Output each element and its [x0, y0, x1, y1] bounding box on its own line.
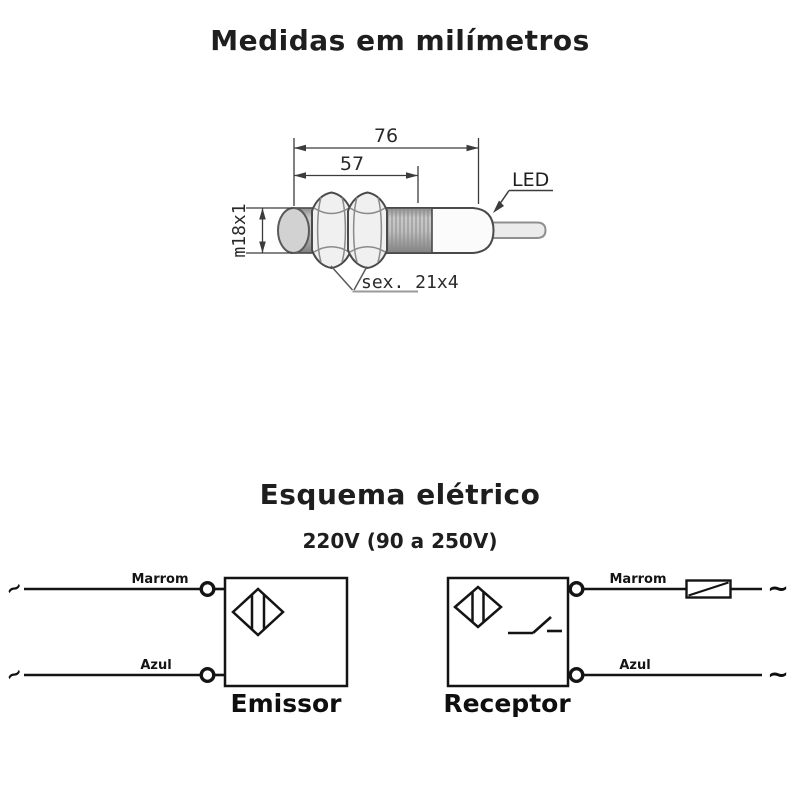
receptor-label: Receptor	[443, 689, 571, 718]
ac-symbol-right-top: ~	[767, 574, 789, 604]
sensor-cable	[488, 221, 547, 239]
ac-symbol-left-bottom: ~	[1, 659, 27, 688]
emissor-unit: ~ ~ Marrom Azul Emissor	[1, 572, 349, 718]
emissor-terminal-bottom	[199, 667, 216, 684]
ac-symbol-right-bottom: ~	[767, 660, 789, 690]
dim-total-length-label: 76	[374, 125, 398, 147]
receptor-wires	[568, 587, 762, 677]
emissor-box	[223, 576, 349, 688]
sensor-dimension-drawing: 76 57 m18x1 sex. 21x4 LED	[229, 125, 553, 293]
dim-thread-length-label: 57	[340, 153, 364, 175]
receptor-terminal-top	[568, 581, 585, 598]
receptor-wire-bottom-label: Azul	[619, 658, 650, 673]
load-fuse-icon	[685, 579, 732, 599]
led-callout	[493, 189, 553, 213]
hex-nut-front	[311, 191, 352, 269]
receptor-terminal-bottom	[568, 667, 585, 684]
hex-spec-label: sex. 21x4	[361, 272, 459, 293]
emissor-wires	[24, 587, 225, 677]
voltage-rating: 220V (90 a 250V)	[302, 529, 498, 553]
schematic-title: Esquema elétrico	[259, 478, 541, 511]
emissor-terminal-top	[199, 581, 216, 598]
emissor-wire-top-label: Marrom	[131, 572, 188, 587]
ac-symbol-left-top: ~	[1, 573, 27, 602]
sensor-face	[277, 207, 310, 254]
thread-spec-label: m18x1	[229, 203, 250, 257]
hex-nut-rear	[347, 191, 388, 269]
emissor-label: Emissor	[231, 689, 343, 718]
sensor-thread-section	[382, 207, 433, 254]
dimension-arrowheads	[259, 144, 479, 253]
emissor-wire-bottom-label: Azul	[140, 658, 171, 673]
optical-sensor-icon	[231, 587, 285, 637]
receptor-wire-top-label: Marrom	[609, 572, 666, 587]
optical-sensor-icon	[453, 585, 503, 629]
led-label: LED	[512, 169, 549, 191]
led-arrowhead	[493, 200, 504, 213]
receptor-unit: ~ ~ Marrom Azul Receptor	[443, 572, 789, 718]
dimensions-title: Medidas em milímetros	[210, 24, 590, 57]
switch-contact-icon	[508, 616, 562, 635]
hex-spec-callout	[330, 265, 418, 293]
electrical-schematic: ~ ~ Marrom Azul Emissor	[1, 572, 789, 718]
